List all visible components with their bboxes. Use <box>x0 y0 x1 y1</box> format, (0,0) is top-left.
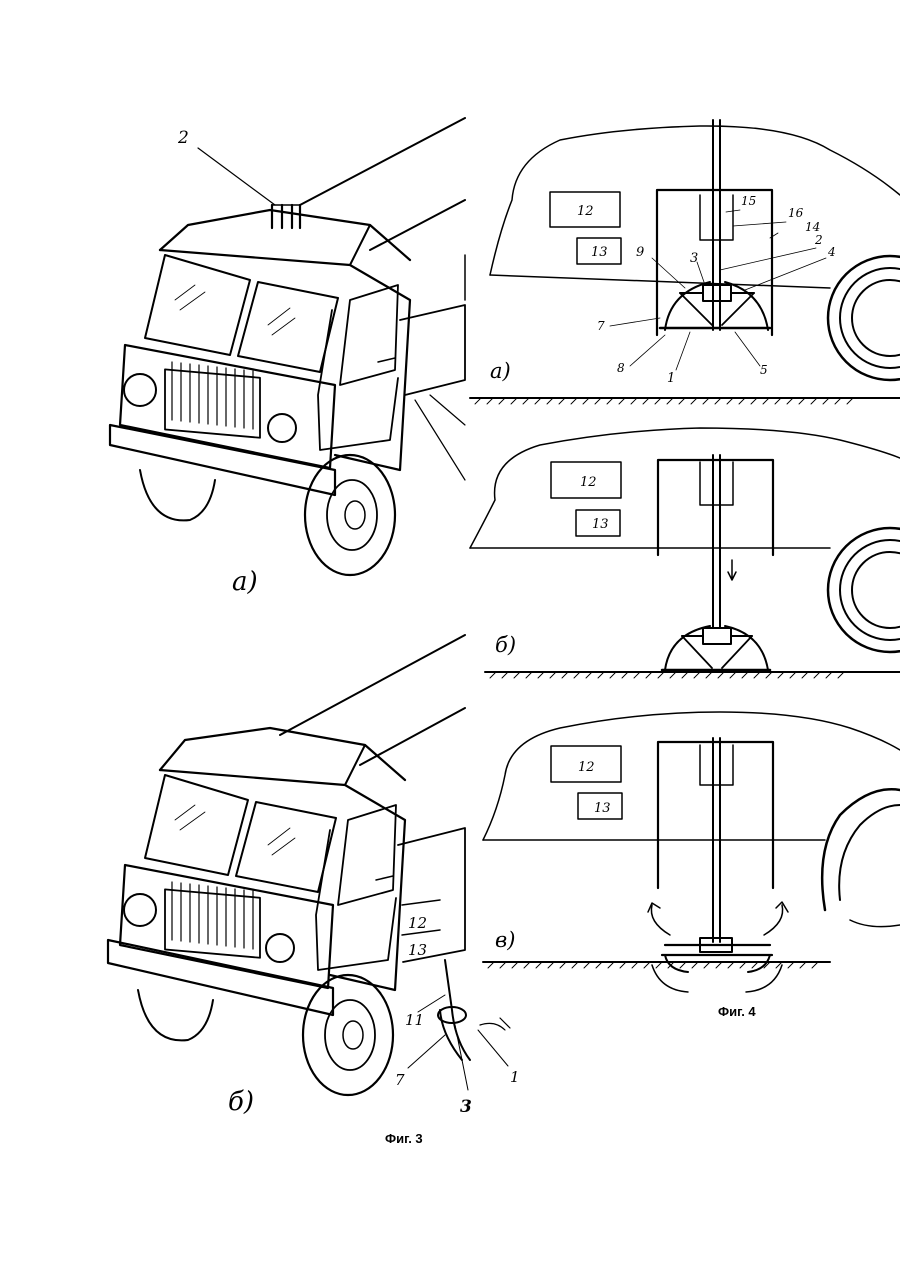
fig3-b-callout-1: 1 <box>510 1068 520 1086</box>
fig3-b-callout-13: 13 <box>408 941 427 959</box>
fig4-a-callout-3: 3 <box>690 251 698 266</box>
fig3-a-callout-2: 2 <box>177 128 189 148</box>
fig4-a-callout-4: 4 <box>827 245 836 259</box>
fig4-a-callout-2: 2 <box>814 233 823 247</box>
fig4-b-box-13: 13 <box>592 517 609 532</box>
fig3-b-callout-3: 3 <box>460 1097 472 1117</box>
fig4-a-callout-14: 14 <box>805 220 820 234</box>
fig3-panel-a-truck <box>110 118 465 575</box>
fig4-a-callout-5: 5 <box>760 363 768 377</box>
fig3-b-panel-label: б) <box>228 1087 254 1117</box>
fig4-a-callout-7: 7 <box>597 319 605 333</box>
fig4-a-callout-15: 15 <box>741 194 756 208</box>
fig4-v-box-12: 12 <box>578 760 595 775</box>
fig4-panel-b <box>470 428 900 678</box>
fig4-v-panel-label: в) <box>495 928 515 952</box>
fig4-v-box-13: 13 <box>594 801 611 816</box>
fig4-b-box-12: 12 <box>580 475 597 490</box>
fig4-b-panel-label: б) <box>495 633 516 657</box>
fig4-a-callout-8: 8 <box>617 361 625 375</box>
fig4-a-callout-1: 1 <box>667 371 675 386</box>
fig4-panel-a <box>470 120 900 404</box>
fig3-a-panel-label: а) <box>232 567 258 597</box>
fig3-b-callout-11: 11 <box>405 1011 424 1029</box>
fig4-a-box-13: 13 <box>591 245 608 260</box>
fig4-caption: Фиг. 4 <box>718 1004 756 1019</box>
fig4-a-callout-9: 9 <box>636 245 644 260</box>
fig3-b-callout-7: 7 <box>395 1071 405 1089</box>
fig4-a-box-12: 12 <box>577 204 594 219</box>
fig3-b-callout-12: 12 <box>408 914 427 932</box>
fig3-caption: Фиг. 3 <box>385 1131 423 1146</box>
fig4-a-panel-label: а) <box>490 359 511 383</box>
fig4-a-callout-16: 16 <box>788 206 804 220</box>
fig3-panel-b-truck <box>108 635 510 1095</box>
fig4-panel-v <box>483 712 900 992</box>
